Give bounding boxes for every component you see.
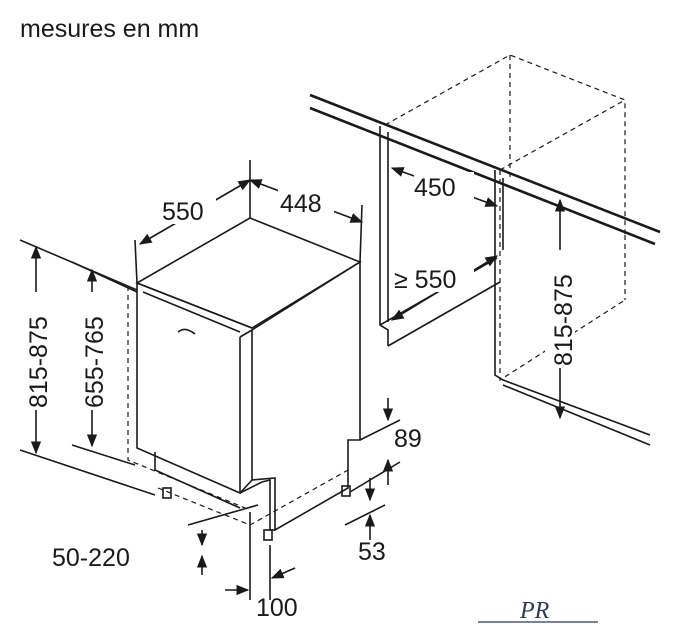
niche-left-panel xyxy=(379,126,389,346)
foot-adjust-label: 50-220 xyxy=(52,544,130,572)
niche-height-label: 815-875 xyxy=(550,274,578,366)
diagram-title: mesures en mm xyxy=(20,15,199,43)
door-handle xyxy=(177,328,196,335)
plinth-height-label: 89 xyxy=(394,425,422,453)
appliance-side-face xyxy=(251,260,361,532)
appliance-depth-label: 550 xyxy=(162,198,204,226)
dishwasher-appliance xyxy=(127,217,391,541)
plinth-offset-label: 53 xyxy=(358,538,386,566)
foot-front-right xyxy=(263,529,273,541)
appliance-height-label: 815-875 xyxy=(25,316,53,408)
niche-cabinet: 450 ≥ 550 815-875 xyxy=(309,54,661,446)
logo-text: PR xyxy=(519,598,550,624)
niche-width-label: 450 xyxy=(414,174,456,202)
upper-cabinet-outline xyxy=(384,54,626,235)
appliance-door xyxy=(136,283,241,495)
countertop-top-edge xyxy=(309,93,661,234)
door-height-label: 655-765 xyxy=(81,316,109,408)
niche-depth-label: ≥ 550 xyxy=(394,266,456,294)
plinth-depth-label: 100 xyxy=(256,594,298,622)
foot-rear-right xyxy=(341,485,351,497)
brand-logo: PR xyxy=(478,598,598,624)
appliance-top-face xyxy=(135,217,362,329)
appliance-width-label: 448 xyxy=(280,190,322,218)
appliance-dimensions: 550 448 815-875 655-765 89 53 50-2 xyxy=(19,160,422,622)
